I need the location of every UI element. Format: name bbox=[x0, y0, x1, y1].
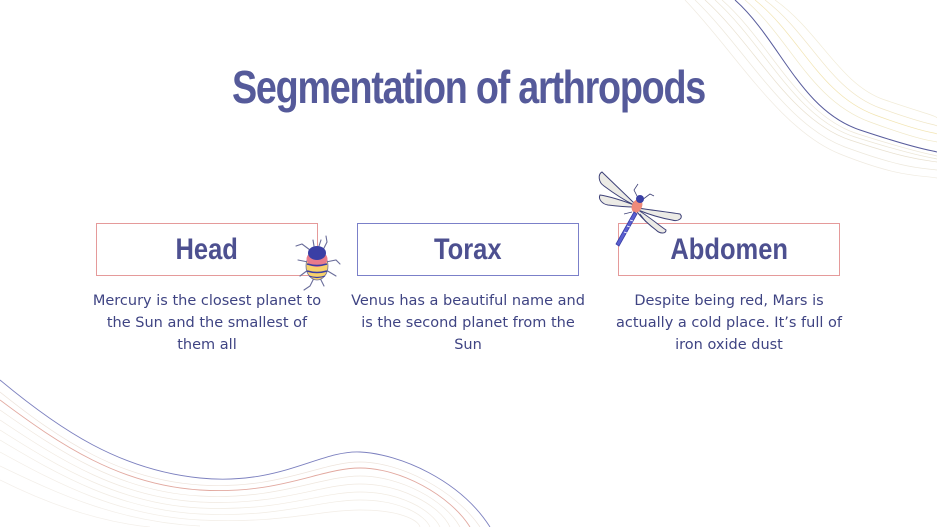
segment-label-torax: Torax bbox=[434, 232, 502, 266]
page-title: Segmentation of arthropods bbox=[231, 61, 706, 113]
segment-label-head: Head bbox=[175, 232, 239, 266]
segment-box-torax: Torax bbox=[357, 223, 579, 276]
dragonfly-icon bbox=[598, 171, 682, 247]
beetle-icon bbox=[295, 235, 341, 291]
segment-label-abdomen: Abdomen bbox=[670, 232, 788, 266]
segment-description-torax: Venus has a beautiful name and is the se… bbox=[351, 293, 585, 353]
segment-box-abdomen: Abdomen bbox=[618, 223, 840, 276]
segment-box-head: Head bbox=[96, 223, 318, 276]
segment-description-abdomen: Despite being red, Mars is actually a co… bbox=[616, 293, 842, 353]
segment-description-head: Mercury is the closest planet to the Sun… bbox=[92, 293, 322, 353]
